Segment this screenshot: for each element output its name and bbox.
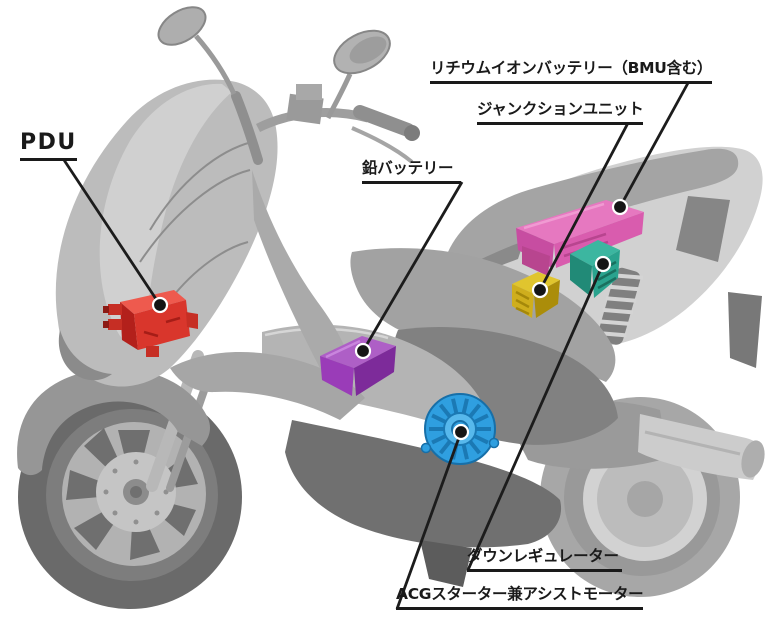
callout-dots — [151, 198, 629, 441]
label-lithium-ion-battery-text: リチウムイオンバッテリー（BMU含む） — [430, 59, 713, 77]
label-pdu-text: PDU — [20, 130, 77, 155]
dot-pdu — [151, 296, 169, 314]
label-pdu: PDU — [20, 130, 77, 162]
leader-acg-motor — [395, 431, 463, 610]
label-lead-battery-text: 鉛バッテリー — [362, 159, 454, 177]
leader-lines — [62, 82, 690, 610]
front-fender — [17, 368, 210, 476]
label-lithium-ion-battery: リチウムイオンバッテリー（BMU含む） — [430, 59, 713, 84]
right-mirror — [325, 29, 391, 120]
tail-underside — [676, 196, 730, 262]
front-fairing — [55, 79, 365, 420]
leader-down-regulator — [466, 263, 605, 571]
label-down-regulator: ダウンレギュレーター — [467, 547, 622, 572]
dot-down-regulator — [594, 255, 612, 273]
leader-pdu — [62, 159, 162, 306]
leader-lead-battery — [361, 181, 464, 352]
leader-junction-unit — [538, 122, 630, 291]
rear-mudflap — [728, 292, 762, 368]
muffler — [638, 414, 765, 480]
dot-lithium-battery — [611, 198, 629, 216]
windscreen — [99, 83, 232, 346]
left-mirror — [157, 6, 237, 96]
component-pdu — [103, 290, 198, 357]
leader-lithium-battery — [618, 82, 690, 208]
legshield-inner — [252, 170, 354, 380]
label-junction-unit-text: ジャンクションユニット — [477, 100, 644, 118]
headlight-shadow — [58, 330, 112, 381]
label-down-regulator-text: ダウンレギュレーター — [467, 547, 619, 565]
label-junction-unit: ジャンクションユニット — [477, 100, 644, 125]
label-lead-battery: 鉛バッテリー — [362, 159, 461, 184]
center-stand — [420, 540, 472, 587]
dot-lead-battery — [354, 342, 372, 360]
shock-absorber — [595, 267, 644, 345]
label-acg-motor: ACGスターター兼アシストモーター — [396, 585, 644, 610]
dot-junction-unit — [531, 281, 549, 299]
handlebar — [231, 84, 420, 165]
label-acg-motor-text: ACGスターター兼アシストモーター — [396, 585, 644, 603]
dot-acg-motor — [452, 423, 470, 441]
lower-cowl — [170, 352, 365, 420]
